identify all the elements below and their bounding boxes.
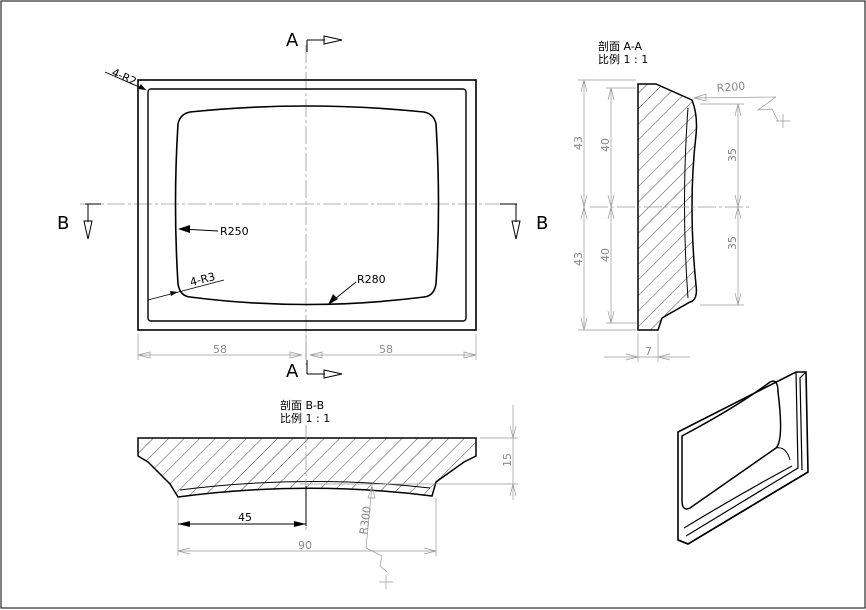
outer-outline xyxy=(137,79,477,331)
aa-right-lower-value: 35 xyxy=(726,236,739,250)
iso-pocket-floor xyxy=(683,465,793,529)
section-a-top-label: A xyxy=(286,30,299,51)
bb-radius-arrow xyxy=(367,484,376,499)
iso-pocket xyxy=(681,380,782,510)
aa-radius-break xyxy=(756,96,779,122)
aa-h-upper-value: 43 xyxy=(572,136,585,150)
width-arrow-2 xyxy=(289,351,303,359)
side-radius-arrowhead xyxy=(178,225,190,233)
aa-radius-center-mark xyxy=(776,114,790,128)
section-a-bottom-arrowhead xyxy=(323,369,343,379)
width-right-value: 58 xyxy=(379,343,393,356)
aa-right-arrows xyxy=(734,103,742,306)
corner-inner-arrowhead xyxy=(170,291,178,296)
bb-radius-break xyxy=(365,547,388,573)
aa-inner-lower-value: 40 xyxy=(599,248,612,262)
section-b-right-arrowhead xyxy=(511,220,521,240)
aa-right-upper-value: 35 xyxy=(726,148,739,162)
iso-outer-body xyxy=(677,371,809,545)
corner-inner-leader xyxy=(147,279,225,301)
front-view: A A B B 4-R2 4-R3 R250 R280 xyxy=(57,30,548,382)
bb-width-value: 90 xyxy=(298,539,312,552)
section-a-top-arrowhead xyxy=(323,35,343,45)
bb-radius-leader xyxy=(365,485,373,549)
bb-h-arrows xyxy=(509,425,517,497)
bb-radius-value: R300 xyxy=(357,505,374,535)
width-arrow-1 xyxy=(137,351,151,359)
section-bb-inner-edge xyxy=(179,480,431,491)
section-aa-inner-edge xyxy=(684,107,689,299)
bb-90-arrows xyxy=(177,547,437,555)
section-bb-profile xyxy=(137,437,477,498)
section-b-right-label: B xyxy=(536,213,548,234)
corner-inner-callout: 4-R3 xyxy=(189,270,217,289)
section-aa-title: 剖面 A-A xyxy=(598,39,643,53)
isometric-view xyxy=(677,371,809,545)
aa-radius-arrow xyxy=(692,93,707,102)
section-bb-view: 剖面 B-B 比例 1 : 1 15 45 90 R300 xyxy=(137,398,518,589)
corner-outer-arrowhead xyxy=(138,84,146,90)
section-bb-scale: 比例 1 : 1 xyxy=(280,411,330,425)
aa-thk-arrows xyxy=(625,353,671,361)
iso-pocket-wall xyxy=(775,447,791,461)
aa-radius-leader xyxy=(693,96,777,99)
bottom-radius-arrowhead xyxy=(328,294,338,305)
aa-h-lower-value: 43 xyxy=(572,252,585,266)
pocket-outline xyxy=(174,105,440,306)
bb-radius-center-mark xyxy=(379,575,393,589)
width-arrow-4 xyxy=(463,351,477,359)
aa-outer-arrows xyxy=(580,79,588,331)
section-b-left-arrowhead xyxy=(83,220,93,240)
side-radius-callout: R250 xyxy=(220,225,249,238)
corner-outer-leader xyxy=(104,71,147,91)
section-aa-scale: 比例 1 : 1 xyxy=(598,52,648,66)
bb-half-width-value: 45 xyxy=(238,511,252,524)
section-bb-title: 剖面 B-B xyxy=(280,398,324,412)
bb-height-value: 15 xyxy=(501,453,514,467)
aa-thickness-value: 7 xyxy=(645,345,652,358)
width-left-value: 58 xyxy=(213,343,227,356)
corner-outer-callout: 4-R2 xyxy=(110,66,139,88)
inner-rim xyxy=(147,88,467,322)
iso-front-face xyxy=(677,471,809,545)
width-arrow-3 xyxy=(309,351,323,359)
iso-rim-inner xyxy=(685,371,799,537)
section-b-left-label: B xyxy=(57,213,69,234)
section-aa-view: 剖面 A-A 比例 1 : 1 43 43 40 40 35 35 7 xyxy=(572,39,790,362)
aa-inner-arrows xyxy=(607,87,615,324)
aa-radius-value: R200 xyxy=(716,80,746,95)
iso-side-edge xyxy=(799,371,807,471)
section-a-bottom-label: A xyxy=(286,361,299,382)
bottom-radius-callout: R280 xyxy=(357,273,386,286)
aa-inner-upper-value: 40 xyxy=(599,138,612,152)
